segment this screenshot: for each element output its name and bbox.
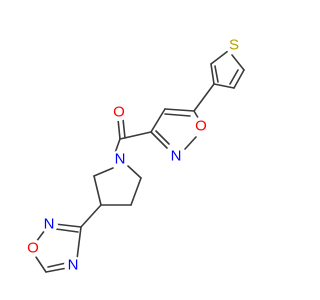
pyrrolidine-nitrogen-atom-label: N: [115, 151, 126, 168]
oxadiazole-oxygen-atom-label: O: [27, 240, 39, 257]
pyrrolidine-nitrogen-label: N: [111, 150, 129, 168]
bond-pyrrolidine-n-c2: [93, 167, 114, 177]
bond-thiophene-c4-c5-b: [229, 69, 239, 85]
isoxazole-nitrogen-label: N: [167, 147, 185, 165]
isoxazole-oxygen-atom-label: O: [195, 118, 207, 135]
bond-oxadiazole-n4-c3: [76, 226, 82, 260]
isoxazole-oxygen-label: O: [192, 117, 210, 135]
bond-oxadiazole-n2-o1: [35, 229, 46, 243]
bonds: [35, 50, 245, 273]
thiophene-sulfur-label: S: [225, 36, 243, 54]
bond-isoxazole-c5-c4-a: [164, 108, 195, 112]
bond-thiophene-c4-c5-a: [233, 69, 245, 89]
bond-pyrrolidine-c4-c5: [130, 177, 142, 206]
oxadiazole-oxygen-label: O: [24, 239, 42, 257]
bond-isoxazole-c5-thiophene: [193, 83, 215, 112]
isoxazole-nitrogen-atom-label: N: [171, 148, 182, 165]
bond-carbonyl-o-b: [122, 118, 126, 139]
oxadiazole-lower-nitrogen-atom-label: N: [68, 257, 79, 274]
bond-thiophene-c2-c3: [210, 63, 215, 85]
bond-thiophene-c3-c4: [213, 83, 235, 89]
bond-pyrrolidine-c2-c3: [93, 175, 102, 206]
bond-isoxazole-c5-c4-b: [164, 113, 191, 117]
oxadiazole-upper-nitrogen-atom-label: N: [44, 216, 55, 233]
bond-thiophene-s-c2: [210, 50, 229, 65]
bond-carbonyl-o-a: [117, 118, 121, 140]
bond-oxadiazole-c3-n2-a: [54, 223, 82, 228]
bond-carbonyl-n: [114, 138, 121, 154]
bond-oxadiazole-c5-n4-a: [45, 267, 68, 273]
oxadiazole-upper-nitrogen-label: N: [40, 215, 58, 233]
chemical-structure-diagram: S O N O N O N N: [24, 36, 245, 274]
bond-pyrrolidine-c5-n: [127, 165, 142, 179]
oxadiazole-lower-nitrogen-label: N: [64, 256, 82, 274]
bond-oxadiazole-c3-n2-b: [55, 228, 79, 233]
bond-thiophene-c2-c3-double: [214, 65, 219, 83]
bond-isoxazole-c3-n-b: [155, 130, 170, 145]
carbonyl-oxygen-label: O: [110, 103, 128, 121]
bond-isoxazole-n-o: [184, 136, 197, 150]
bond-isoxazole-c3-n-a: [150, 131, 168, 149]
bond-pyrrolidine-oxadiazole: [80, 204, 102, 228]
atom-labels: S O N O N O N N: [24, 36, 243, 274]
bond-oxadiazole-c5-n4-b: [47, 262, 67, 268]
carbonyl-oxygen-atom-label: O: [113, 104, 125, 121]
bond-thiophene-c5-s: [231, 54, 245, 71]
bond-isoxazole-c4-c3: [150, 108, 166, 133]
bond-oxadiazole-o1-c5: [35, 256, 47, 273]
sulfur-atom-label: S: [229, 37, 239, 54]
